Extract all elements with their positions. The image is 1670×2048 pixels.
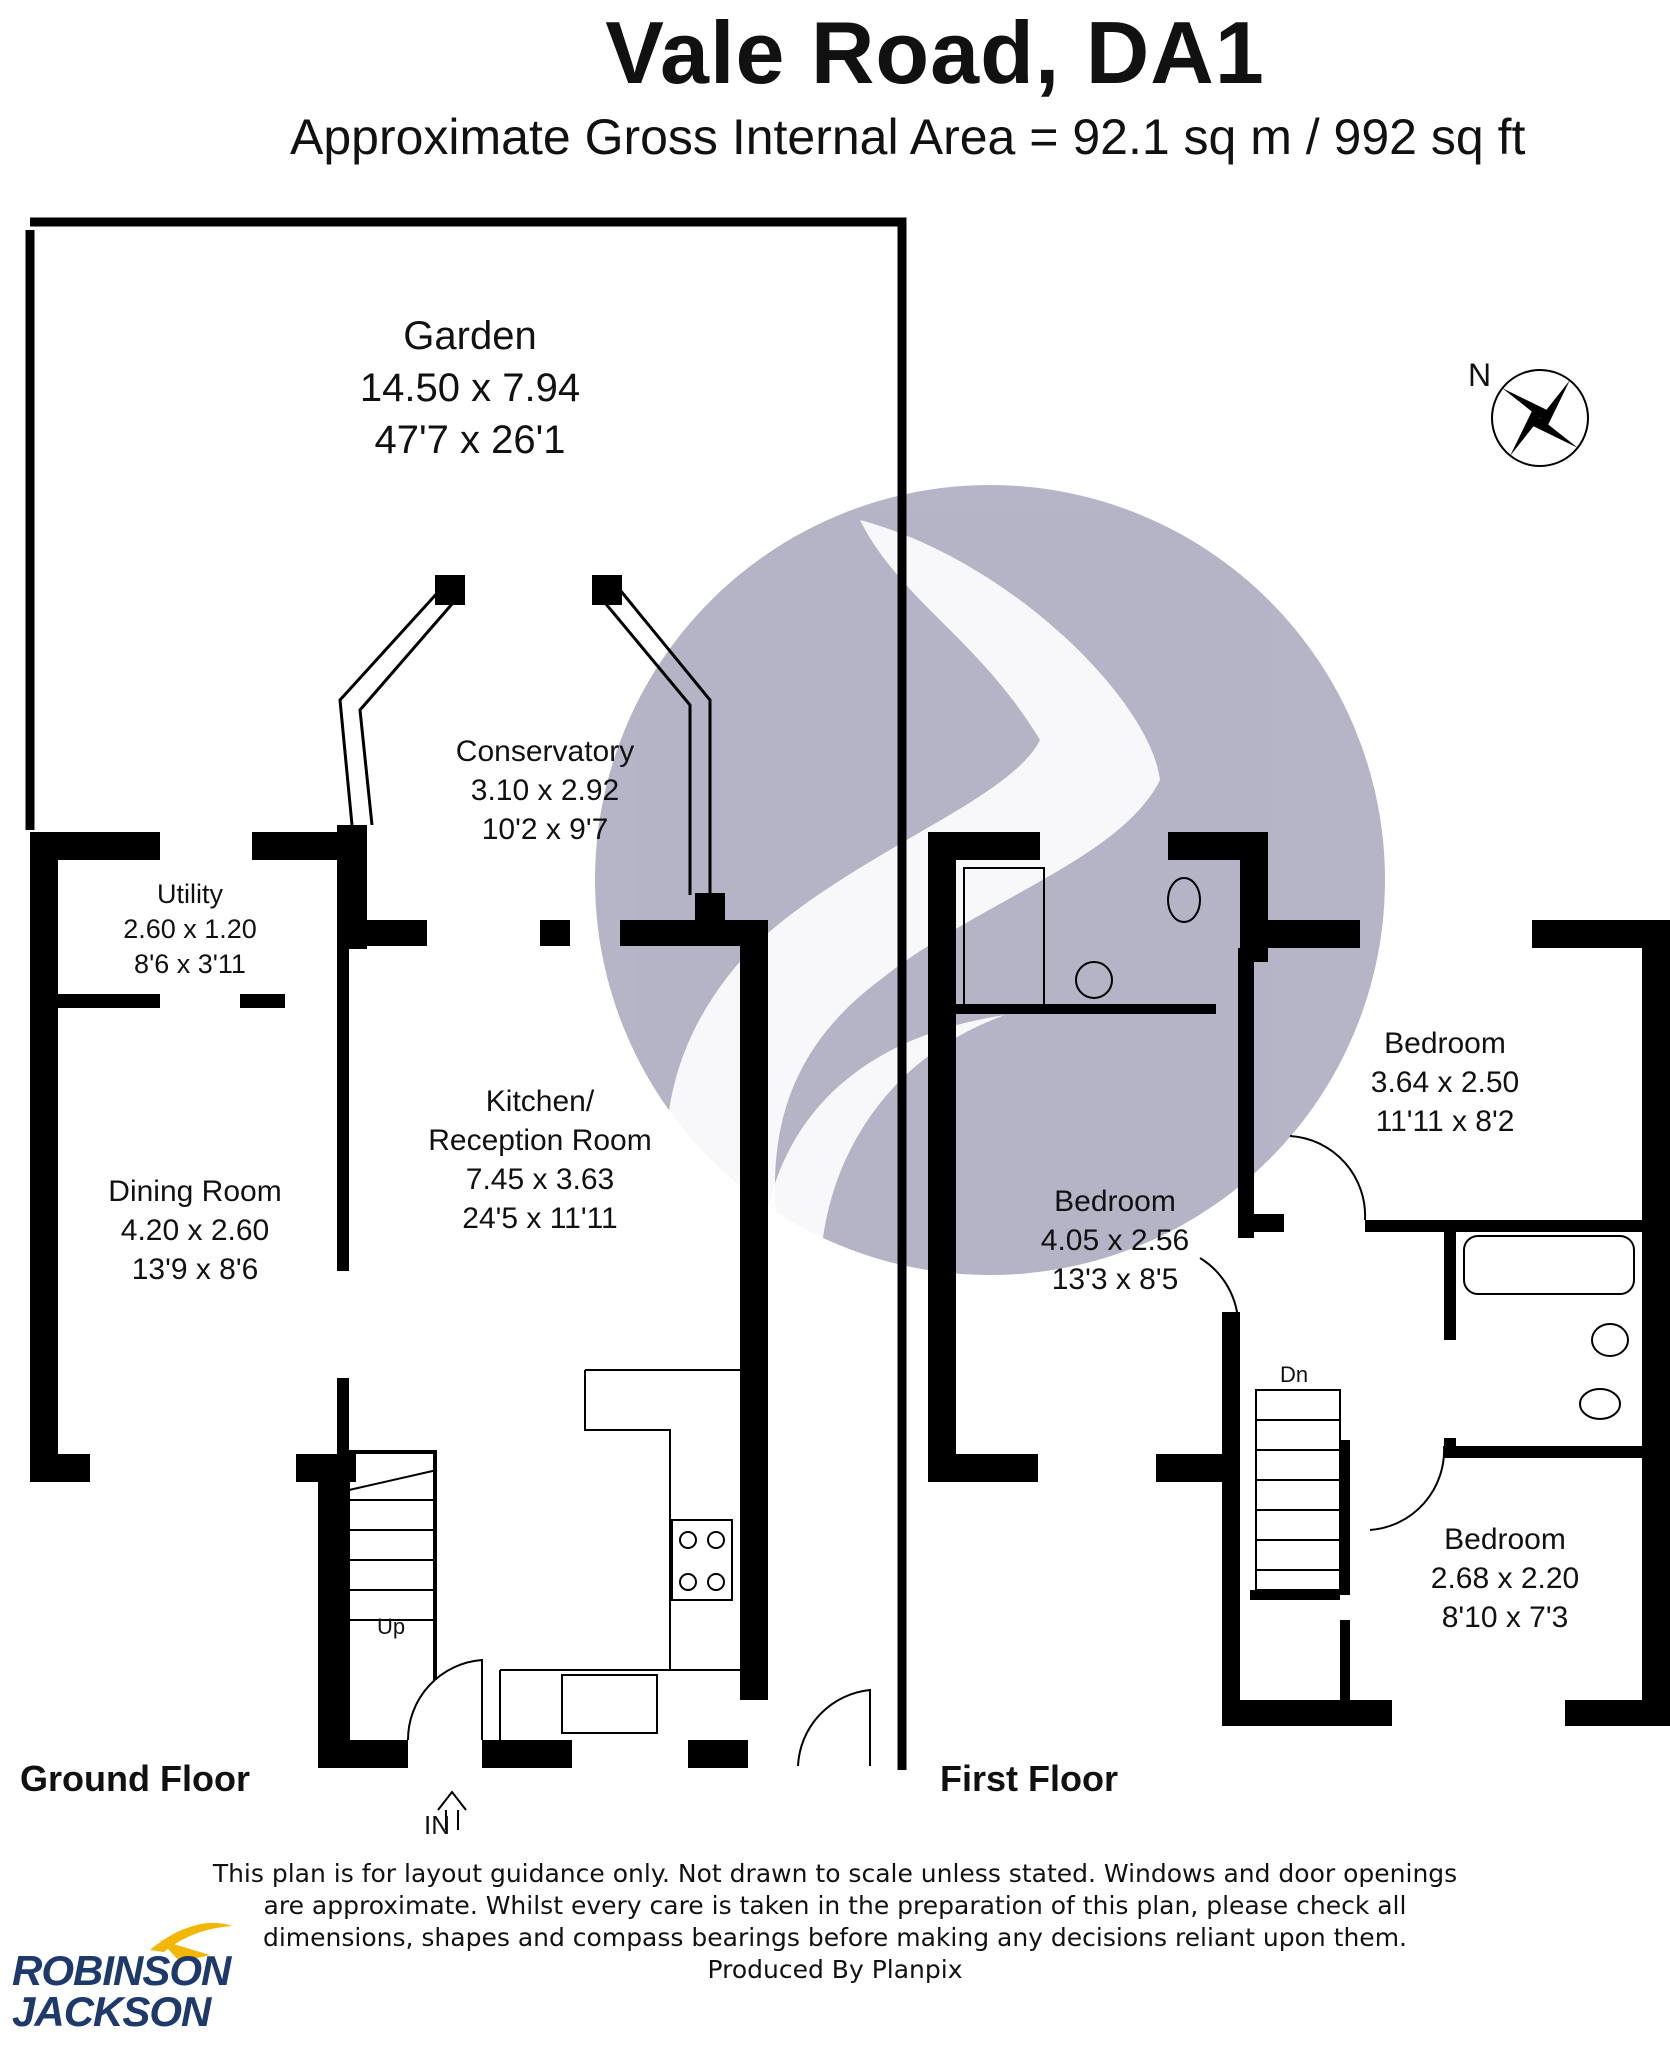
disclaimer-line: Produced By Planpix xyxy=(707,1955,963,1984)
brand-logo-mark xyxy=(150,1922,232,1962)
page-title: Vale Road, DA1 xyxy=(605,3,1265,102)
room-bedroom-2: Bedroom 4.05 x 2.56 13'3 x 8'5 xyxy=(1000,1182,1230,1299)
room-kitchen-reception: Kitchen/ Reception Room 7.45 x 3.63 24'5… xyxy=(400,1082,680,1238)
room-imperial: 10'2 x 9'7 xyxy=(481,813,609,846)
compass-label: N xyxy=(1468,357,1492,393)
room-name: Dining Room xyxy=(108,1175,282,1208)
room-name: Utility xyxy=(157,879,223,909)
first-floor-label: First Floor xyxy=(940,1758,1118,1799)
room-dining: Dining Room 4.20 x 2.60 13'9 x 8'6 xyxy=(80,1172,310,1289)
entrance-arrow-icon xyxy=(437,1790,467,1830)
room-metric: 4.05 x 2.56 xyxy=(1040,1224,1190,1257)
room-name: Bedroom xyxy=(1054,1185,1176,1218)
room-name-line2: Reception Room xyxy=(428,1124,652,1157)
room-garden: Garden 14.50 x 7.94 47'7 x 26'1 xyxy=(300,310,640,466)
disclaimer-line: This plan is for layout guidance only. N… xyxy=(212,1859,1458,1888)
disclaimer-line: are approximate. Whilst every care is ta… xyxy=(263,1891,1407,1920)
room-imperial: 11'11 x 8'2 xyxy=(1375,1105,1515,1138)
room-imperial: 8'10 x 7'3 xyxy=(1441,1601,1569,1634)
room-bedroom-1: Bedroom 3.64 x 2.50 11'11 x 8'2 xyxy=(1330,1024,1560,1141)
room-name: Bedroom xyxy=(1384,1027,1506,1060)
room-name: Garden xyxy=(403,314,537,358)
room-utility: Utility 2.60 x 1.20 8'6 x 3'11 xyxy=(90,877,290,982)
brand-line2: JACKSON xyxy=(12,1988,211,2036)
room-metric: 4.20 x 2.60 xyxy=(120,1214,270,1247)
brand-line1: ROBINSON xyxy=(12,1947,231,1994)
room-imperial: 47'7 x 26'1 xyxy=(374,418,566,462)
room-metric: 2.68 x 2.20 xyxy=(1430,1562,1580,1595)
room-metric: 3.10 x 2.92 xyxy=(470,774,620,807)
room-metric: 14.50 x 7.94 xyxy=(359,366,581,410)
room-conservatory: Conservatory 3.10 x 2.92 10'2 x 9'7 xyxy=(410,732,680,849)
room-metric: 7.45 x 3.63 xyxy=(465,1163,615,1196)
brand-name: ROBINSON JACKSON xyxy=(12,1947,231,2036)
disclaimer-line: dimensions, shapes and compass bearings … xyxy=(262,1923,1407,1952)
compass-icon xyxy=(1491,369,1589,467)
entrance-label: IN xyxy=(424,1810,450,1840)
room-metric: 3.64 x 2.50 xyxy=(1370,1066,1520,1099)
room-bedroom-3: Bedroom 2.68 x 2.20 8'10 x 7'3 xyxy=(1390,1520,1620,1637)
room-metric: 2.60 x 1.20 xyxy=(123,914,257,945)
room-imperial: 8'6 x 3'11 xyxy=(134,949,246,980)
stairs-up-label: Up xyxy=(377,1614,406,1639)
room-imperial: 13'3 x 8'5 xyxy=(1051,1263,1179,1296)
ground-floor-label: Ground Floor xyxy=(20,1758,250,1799)
room-imperial: 13'9 x 8'6 xyxy=(131,1253,259,1286)
ground-floor-walls xyxy=(25,217,907,1770)
room-name-line1: Kitchen/ xyxy=(485,1085,595,1118)
room-name: Bedroom xyxy=(1444,1523,1566,1556)
stairs-down-label: Dn xyxy=(1280,1362,1309,1387)
room-imperial: 24'5 x 11'11 xyxy=(462,1202,618,1235)
watermark-logo xyxy=(595,485,1385,1300)
disclaimer-text: This plan is for layout guidance only. N… xyxy=(0,1858,1670,1986)
first-floor-walls xyxy=(928,832,1670,1726)
room-name: Conservatory xyxy=(455,735,635,768)
area-subtitle: Approximate Gross Internal Area = 92.1 s… xyxy=(290,109,1526,165)
